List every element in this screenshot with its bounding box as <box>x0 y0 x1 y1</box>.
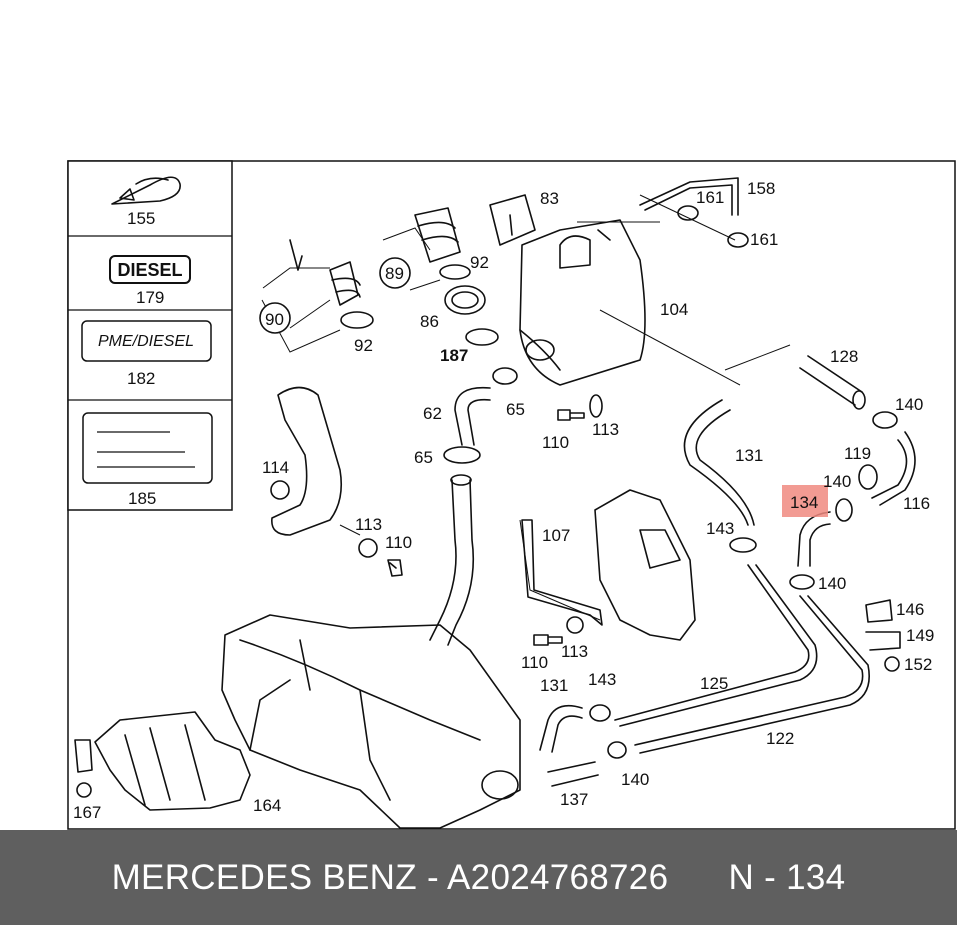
label-card-icon <box>82 412 213 484</box>
callout-107[interactable]: 107 <box>542 526 570 545</box>
diesel-badge <box>109 255 191 284</box>
callout-161[interactable]: 161 <box>750 230 778 249</box>
callout-125[interactable]: 125 <box>700 674 728 693</box>
callout-83[interactable]: 83 <box>540 189 559 208</box>
legend-number-185: 185 <box>128 489 156 508</box>
pme-diesel-badge-text: PME/DIESEL <box>98 333 194 350</box>
highlight-box-134 <box>782 485 828 517</box>
footer-caption: MERCEDES BENZ - A2024768726 N - 134 <box>112 858 846 898</box>
legend-number-182: 182 <box>127 369 155 388</box>
callout-152[interactable]: 152 <box>904 655 932 674</box>
legend-number-179: 179 <box>136 288 164 307</box>
callout-113[interactable]: 113 <box>592 420 619 439</box>
callout-113[interactable]: 113 <box>355 515 382 534</box>
callout-110[interactable]: 110 <box>521 653 548 672</box>
callout-119[interactable]: 119 <box>844 444 871 463</box>
diesel-badge-text: DIESEL <box>117 260 182 280</box>
callout-137[interactable]: 137 <box>560 790 588 809</box>
footer-separator: - <box>426 857 439 897</box>
callout-131[interactable]: 131 <box>735 446 763 465</box>
callout-164[interactable]: 164 <box>253 796 281 815</box>
callout-89[interactable]: 89 <box>385 264 404 283</box>
callout-131[interactable]: 131 <box>540 676 568 695</box>
callout-140[interactable]: 140 <box>823 472 851 491</box>
callout-65[interactable]: 65 <box>414 448 433 467</box>
legend-number-155: 155 <box>127 209 155 228</box>
footer-brand: MERCEDES BENZ <box>111 857 417 897</box>
callout-labels: 83 161 158 161 92 89 90 92 86 187 104 12… <box>73 179 934 822</box>
footer-position: N - 134 <box>728 857 846 897</box>
callout-140[interactable]: 140 <box>818 574 846 593</box>
callout-114[interactable]: 114 <box>262 458 289 477</box>
callout-187[interactable]: 187 <box>440 346 468 365</box>
callout-140[interactable]: 140 <box>895 395 923 414</box>
callout-90[interactable]: 90 <box>265 310 284 329</box>
callout-92[interactable]: 92 <box>470 253 489 272</box>
callout-143[interactable]: 143 <box>588 670 616 689</box>
callout-143[interactable]: 143 <box>706 519 734 538</box>
callout-110[interactable]: 110 <box>385 533 412 552</box>
callout-146[interactable]: 146 <box>896 600 924 619</box>
parts-line-art <box>74 177 916 829</box>
callout-110[interactable]: 110 <box>542 433 569 452</box>
pme-diesel-badge <box>81 320 212 362</box>
legend-panel: 155 DIESEL 179 PME/DIESEL 182 185 <box>67 160 233 511</box>
callout-86[interactable]: 86 <box>420 312 439 331</box>
callout-149[interactable]: 149 <box>906 626 934 645</box>
callout-140[interactable]: 140 <box>621 770 649 789</box>
callout-161[interactable]: 161 <box>696 188 724 207</box>
callout-65[interactable]: 65 <box>506 400 525 419</box>
footer-bar: MERCEDES BENZ - A2024768726 N - 134 <box>0 830 957 925</box>
callout-128[interactable]: 128 <box>830 347 858 366</box>
callout-62[interactable]: 62 <box>423 404 442 423</box>
callout-116[interactable]: 116 <box>903 494 930 513</box>
callout-158[interactable]: 158 <box>747 179 775 198</box>
parts-diagram: 155 DIESEL 179 PME/DIESEL 182 185 <box>67 160 956 830</box>
callout-167[interactable]: 167 <box>73 803 101 822</box>
callout-113[interactable]: 113 <box>561 642 588 661</box>
callout-122[interactable]: 122 <box>766 729 794 748</box>
callout-104[interactable]: 104 <box>660 300 688 319</box>
callout-134[interactable]: 134 <box>790 493 818 512</box>
cable-tie-icon <box>111 176 181 205</box>
callout-92[interactable]: 92 <box>354 336 373 355</box>
footer-part-number: A2024768726 <box>447 857 669 897</box>
